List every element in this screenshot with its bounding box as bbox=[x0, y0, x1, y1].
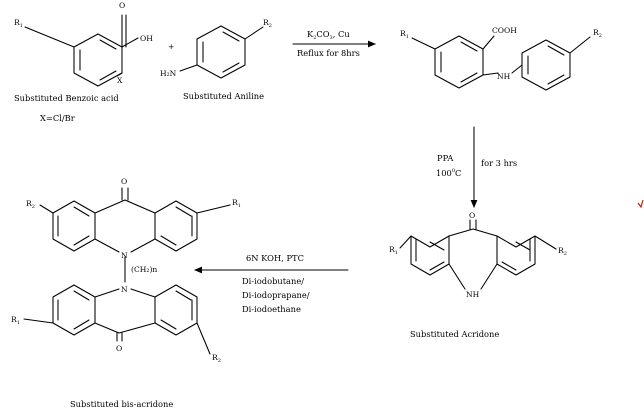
benzoic-acid-caption: Substituted Benzoic acid bbox=[14, 93, 119, 103]
aniline-amine: H₂N bbox=[160, 69, 177, 78]
intermediate-r2: R2 bbox=[593, 28, 602, 39]
bis-acridone-bottom-unit bbox=[23, 284, 211, 355]
acridone-r1: R1 bbox=[389, 245, 398, 256]
benzoic-acid-halogen: X bbox=[117, 76, 123, 85]
step1-reagent-base: K2CO3, Cu bbox=[307, 29, 350, 41]
bis-acridone-top-unit bbox=[39, 187, 231, 283]
bis-acridone-linker: (CH₂)n bbox=[131, 265, 157, 274]
step3-alkylator-3: Di-iodoethane bbox=[242, 304, 301, 314]
step1-reagent-condition: Reflux for 8hrs bbox=[297, 48, 360, 58]
intermediate-nh: NH bbox=[497, 72, 511, 81]
bis-acridone-bottom-nitrogen: N bbox=[121, 285, 128, 294]
intermediate-r1: R1 bbox=[400, 29, 409, 40]
aniline-caption: Substituted Aniline bbox=[183, 91, 264, 101]
acridone-caption: Substituted Acridone bbox=[410, 329, 499, 339]
benzoic-acid-hydroxyl: OH bbox=[140, 34, 153, 43]
aniline-r2: R2 bbox=[263, 18, 272, 29]
plus-sign: + bbox=[168, 42, 174, 51]
step3-alkylator-1: Di-iodobutane/ bbox=[242, 276, 304, 286]
acridone-r2: R2 bbox=[558, 246, 567, 257]
intermediate-cooh: COOH bbox=[492, 26, 517, 35]
bis-acridone-top-r2: R2 bbox=[26, 199, 35, 210]
intermediate-structure bbox=[411, 35, 591, 91]
step2-temperature: 1000C bbox=[436, 168, 461, 178]
bis-acridone-top-nitrogen: N bbox=[121, 251, 128, 260]
acridone-structure bbox=[399, 219, 557, 290]
halogen-note: X=Cl/Br bbox=[40, 113, 75, 123]
acridone-nh: NH bbox=[466, 290, 480, 299]
bis-acridone-top-r1: R1 bbox=[232, 198, 241, 209]
bis-acridone-caption: Substituted bis-acridone bbox=[70, 399, 173, 409]
aniline-structure bbox=[179, 25, 264, 79]
step3-alkylator-2: Di-iodoprapane/ bbox=[242, 290, 310, 300]
bis-acridone-bottom-r1: R1 bbox=[11, 315, 20, 326]
step2-time: for 3 hrs bbox=[481, 158, 517, 168]
step2-reagent: PPA bbox=[437, 153, 454, 163]
bis-acridone-bottom-r2: R2 bbox=[212, 353, 221, 364]
benzoic-acid-r1: R1 bbox=[14, 18, 23, 29]
bis-acridone-bottom-oxygen: O bbox=[116, 344, 122, 353]
benzoic-acid-carbonyl-oxygen: O bbox=[119, 1, 125, 10]
acridone-oxygen: O bbox=[469, 211, 475, 220]
edge-mark-decoration bbox=[637, 199, 644, 209]
bis-acridone-top-oxygen: O bbox=[121, 177, 127, 186]
step3-base: 6N KOH, PTC bbox=[246, 253, 304, 263]
benzoic-acid-structure bbox=[24, 14, 139, 87]
